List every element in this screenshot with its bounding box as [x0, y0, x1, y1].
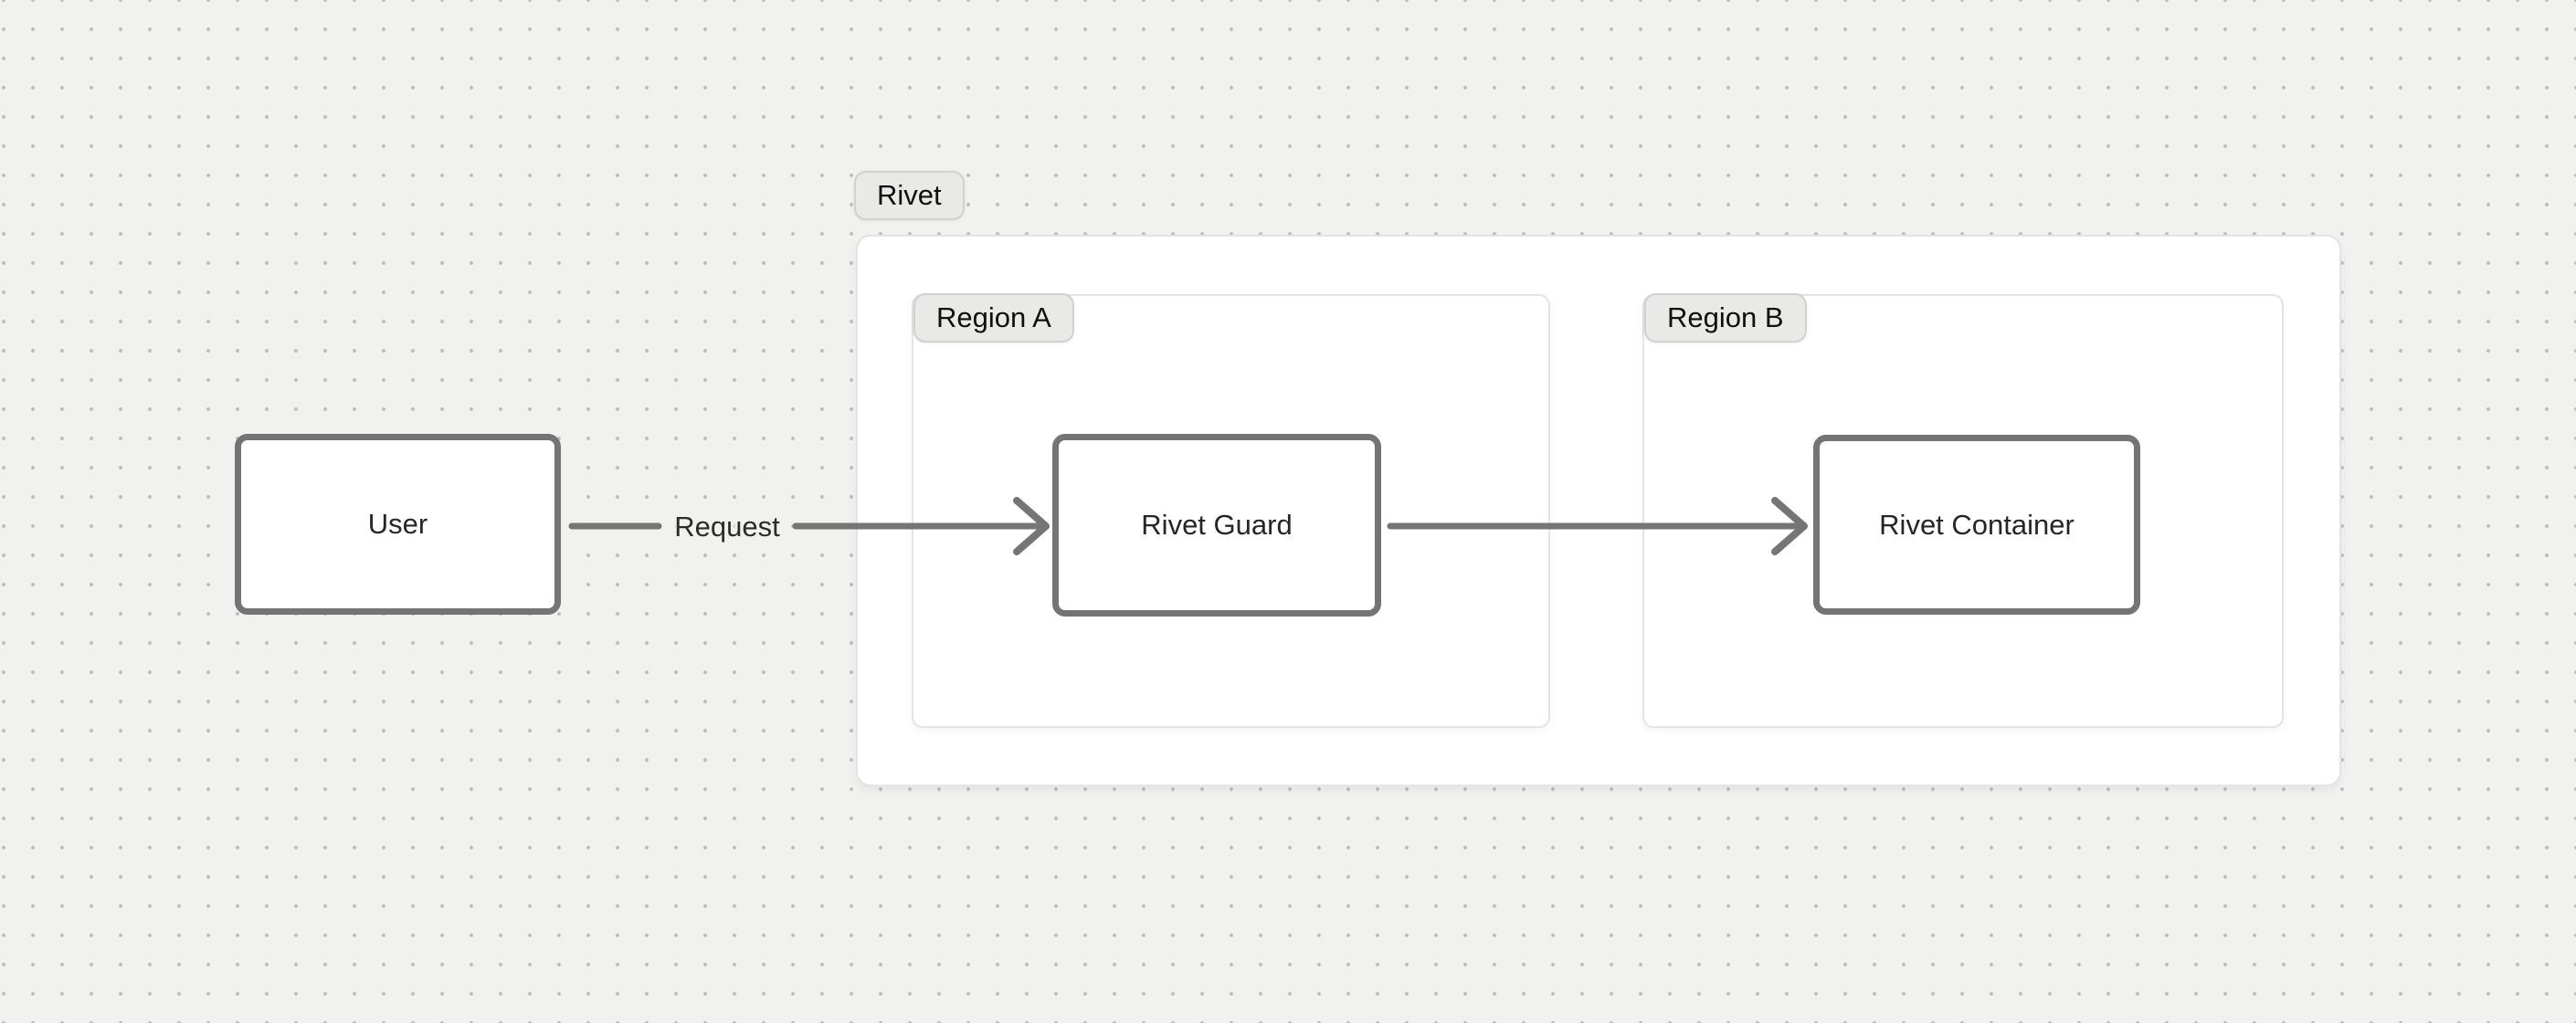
node-user-label: User [367, 508, 428, 540]
node-user: User [235, 434, 561, 615]
node-rivet-container-label: Rivet Container [1879, 508, 2075, 541]
frame-rivet-label: Rivet [854, 171, 965, 220]
frame-region-b-label: Region B [1644, 293, 1807, 343]
node-rivet-container: Rivet Container [1813, 435, 2140, 615]
node-rivet-guard: Rivet Guard [1052, 434, 1381, 617]
frame-region-a-label: Region A [913, 293, 1074, 343]
node-rivet-guard-label: Rivet Guard [1141, 509, 1293, 541]
edge-label-request: Request [674, 511, 780, 543]
